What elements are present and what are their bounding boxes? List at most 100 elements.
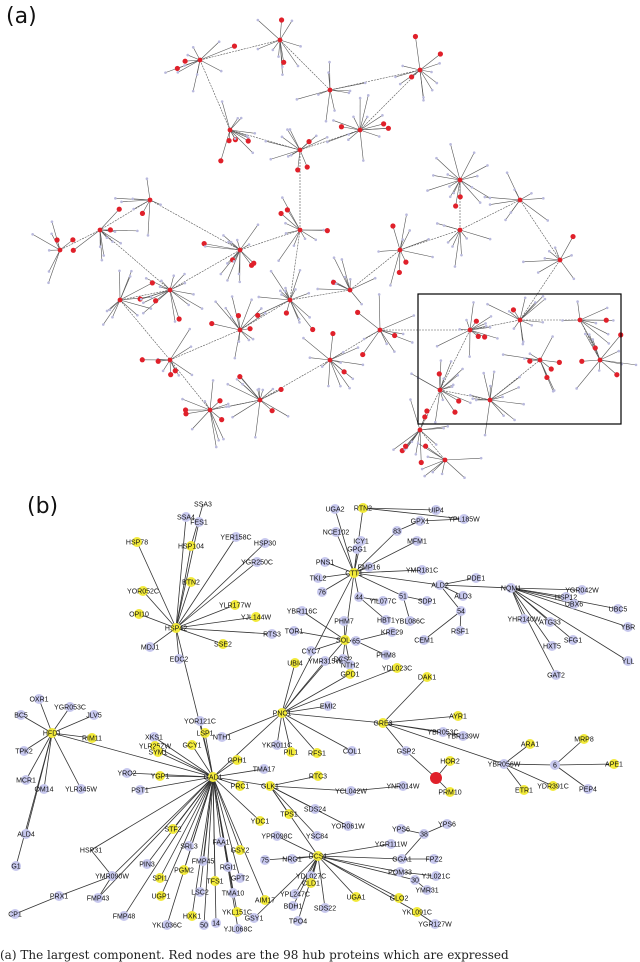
node-gga1: GGA1 <box>392 854 412 864</box>
node-label: RSF1 <box>451 629 469 636</box>
node-label: TPS1 <box>280 812 298 819</box>
node-rgi1: RGI1 <box>220 862 236 872</box>
node-pns1: PNS1 <box>316 557 334 567</box>
node-yil077c: YIL077C <box>369 596 396 606</box>
node-ygr053c: YGR053C <box>54 702 86 712</box>
node-label: GLK1 <box>261 784 279 791</box>
node-sdp1: SDP1 <box>418 596 436 606</box>
node-label: YLR345W <box>65 787 97 794</box>
node-gpd1: GPD1 <box>340 669 359 679</box>
node-ubi4: UBI4 <box>287 658 303 668</box>
node-label: TFS1 <box>206 879 223 886</box>
node-ypr098c: YPR098C <box>261 831 292 841</box>
node-fmp43: FMP43 <box>87 893 110 903</box>
node-label: FAA1 <box>212 840 229 847</box>
node-ubc5: UBC5 <box>609 604 628 614</box>
node-hxt5: HXT5 <box>543 641 561 651</box>
node-fmp48: FMP48 <box>113 911 136 921</box>
node-label: FMP43 <box>87 896 110 903</box>
node-38: 38 <box>419 829 429 839</box>
node-pin3: PIN3 <box>139 859 155 869</box>
node-fmp16: FMP16 <box>358 562 381 572</box>
node-label: CEM1 <box>414 638 434 645</box>
node-yro2: YRO2 <box>117 768 136 778</box>
node-label: LSP1 <box>196 731 213 738</box>
node-label: YMR181C <box>406 568 438 575</box>
node-hor2: HOR2 <box>440 756 460 766</box>
node-mdj1: MDJ1 <box>141 642 159 652</box>
node-65: 65 <box>351 636 361 646</box>
node-cp1: CP1 <box>8 909 22 919</box>
node-ybl086c: YBL086C <box>395 616 425 626</box>
node-label: POM33 <box>388 870 412 877</box>
zoom-edge <box>318 856 417 912</box>
node-label: PNC1 <box>273 711 292 718</box>
node-label: YPL185W <box>448 517 480 524</box>
node-ymr31: YMR31 <box>415 885 438 895</box>
node-label: LSC2 <box>191 890 209 897</box>
node-ybr116c: YBR116C <box>287 606 318 616</box>
node-phm7: PHM7 <box>334 616 354 626</box>
node-emi2: EMI2 <box>320 701 336 711</box>
node-label: SFG1 <box>564 638 582 645</box>
node-label: YPS6 <box>392 827 410 834</box>
zoom-edge <box>176 517 186 628</box>
node-label: YSC84 <box>306 834 328 841</box>
node-label: FMP48 <box>113 914 136 921</box>
node-label: YDL023C <box>382 666 412 673</box>
node-label: CLD1 <box>302 881 320 888</box>
node-ymr181c: YMR181C <box>406 565 438 575</box>
node-label: GPG1 <box>347 547 367 554</box>
node-label: GLO2 <box>390 896 409 903</box>
node-label: YMR090W <box>95 874 129 881</box>
node-51: 51 <box>398 591 408 601</box>
node-label: YGR111W <box>375 842 408 849</box>
node-label: NRG1 <box>282 857 302 864</box>
node-sds22: SDS22 <box>314 903 336 913</box>
node-hxk1: HXK1 <box>183 911 201 921</box>
node-mfm1: MFM1 <box>407 536 427 546</box>
node-label: SDS24 <box>304 807 326 814</box>
node-label: 38 <box>420 832 428 839</box>
node-tfs1: TFS1 <box>206 876 223 886</box>
zoom-edge <box>26 733 52 780</box>
node-kre29: KRE29 <box>381 627 403 637</box>
node-rtn2: RTN2 <box>354 503 372 513</box>
node-gat2: GAT2 <box>547 670 565 680</box>
node-label: YMR315W <box>308 659 342 666</box>
node-label: YLR177W <box>219 603 251 610</box>
node-label: HSP104 <box>178 544 204 551</box>
node-yhr140w: YHR140W <box>507 614 540 624</box>
node-label: GCY1 <box>182 743 201 750</box>
node-ylr345w: YLR345W <box>65 784 97 794</box>
node-label: UBI4 <box>287 661 303 668</box>
node-label: YJL021C <box>422 874 451 881</box>
node-hsp30: HSP30 <box>254 538 276 548</box>
node-label: YGR042W <box>565 588 599 595</box>
zoom-edge <box>335 509 354 573</box>
node-hsp42: HSP42 <box>165 623 187 633</box>
zoom-edge <box>143 591 176 628</box>
node-54: 54 <box>456 606 466 616</box>
node-label: OXR1 <box>29 697 48 704</box>
zoom-edge <box>39 699 52 733</box>
node-ykl036c: YKL036C <box>152 920 182 930</box>
node-label: BTN2 <box>182 580 200 587</box>
node-label: GPT2 <box>231 876 249 883</box>
node-label: ETR1 <box>515 788 533 795</box>
node-label: HOR2 <box>440 759 460 766</box>
node-label: YNR014W <box>386 784 419 791</box>
node-spi1: SPI1 <box>152 873 167 883</box>
node-edc2: EDC2 <box>170 654 189 664</box>
node-g1: G1 <box>11 861 21 871</box>
node-ssa3: SSA3 <box>194 502 212 509</box>
node-yor052c: YOR052C <box>127 586 159 596</box>
node-prm10: PRM10 <box>438 787 461 797</box>
zoom-edge <box>345 573 354 640</box>
node-76: 76 <box>317 587 327 597</box>
node-hsp78: HSP78 <box>126 537 148 547</box>
node-label: SPI1 <box>152 876 167 883</box>
node-label: CP1 <box>8 912 22 919</box>
node-gcy1: GCY1 <box>182 740 201 750</box>
node-cem1: CEM1 <box>414 635 434 645</box>
